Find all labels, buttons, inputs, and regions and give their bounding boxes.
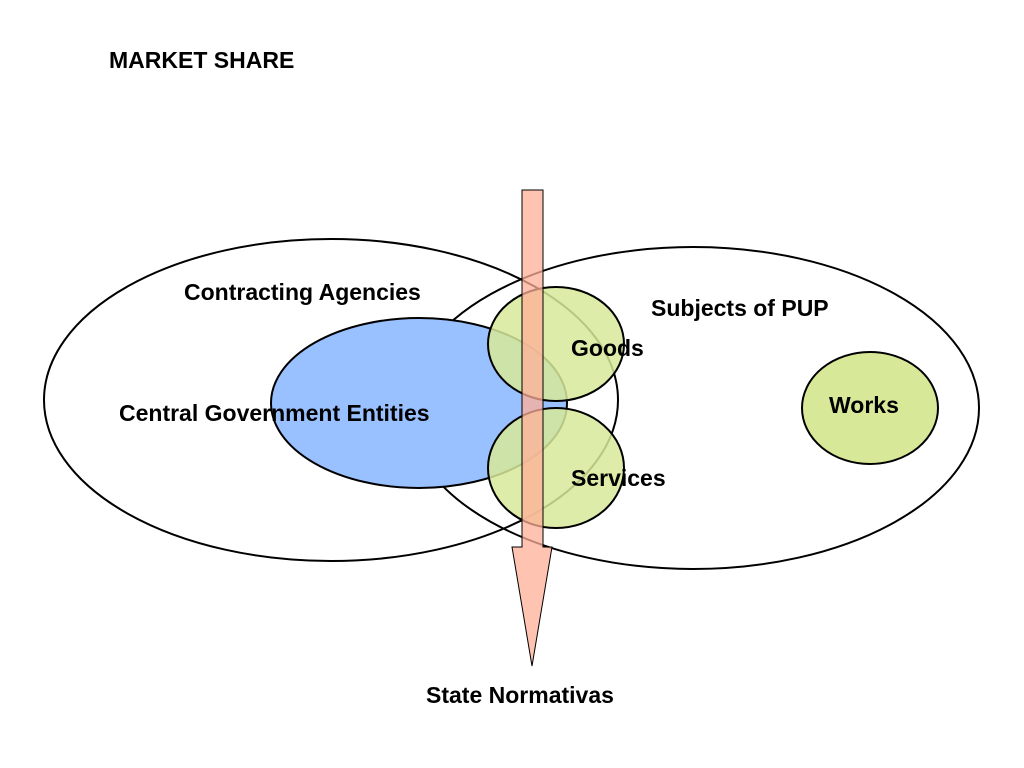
works-label: Works: [829, 392, 899, 418]
works-circle: [801, 351, 939, 465]
state-normativas-arrow: [511, 189, 553, 667]
goods-label: Goods: [571, 335, 644, 361]
contracting-agencies-label: Contracting Agencies: [184, 279, 421, 305]
slide-title: MARKET SHARE: [109, 47, 295, 73]
state-normativas-label: State Normativas: [426, 682, 614, 708]
services-label: Services: [571, 465, 666, 491]
subjects-of-pup-label: Subjects of PUP: [651, 295, 829, 321]
contracting-agencies-ellipse: [43, 238, 619, 562]
central-government-label: Central Government Entities: [119, 400, 430, 426]
